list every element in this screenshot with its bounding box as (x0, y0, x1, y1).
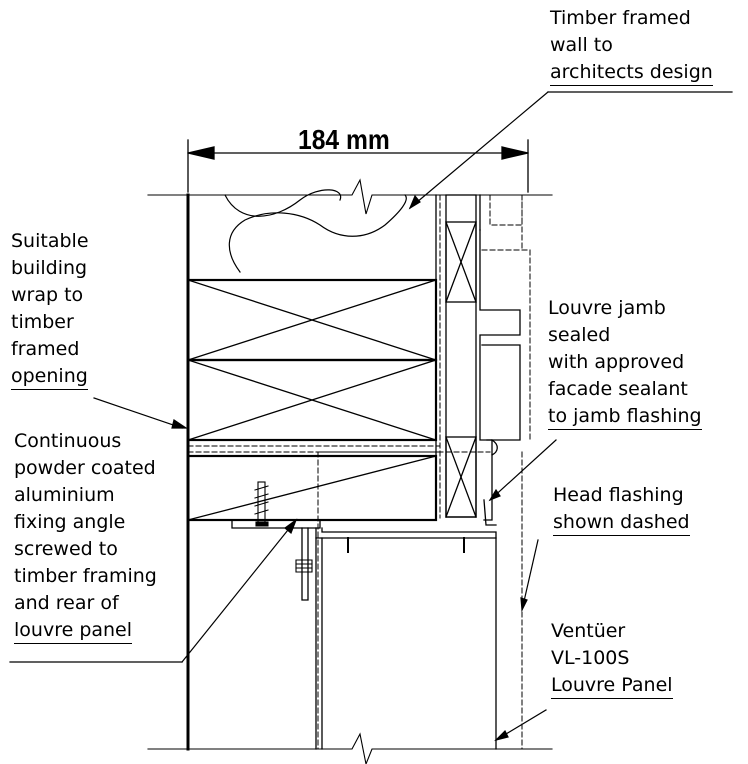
dimension-line (187, 139, 529, 193)
label-louvre-jamb: Louvre jamb sealed with approved facade … (548, 295, 702, 430)
building-wrap (187, 445, 441, 453)
leader-lines (9, 91, 733, 742)
label-line: opening (11, 364, 88, 390)
label-line: screwed to (14, 538, 118, 560)
label-line: facade sealant (548, 378, 688, 400)
label-line: framed (11, 338, 80, 360)
label-line: shown dashed (553, 510, 690, 536)
label-line: building (11, 257, 88, 279)
label-line: Louvre jamb (548, 297, 666, 319)
label-line: aluminium (14, 484, 115, 506)
label-line: Louvre Panel (551, 673, 673, 699)
label-line: architects design (550, 60, 713, 86)
label-line: Head flashing (553, 484, 684, 506)
label-line: timber (11, 311, 74, 333)
label-line: to jamb flashing (548, 404, 702, 430)
louvre-blades (479, 194, 531, 441)
wall-section (186, 189, 441, 751)
label-timber-wall: Timber framed wall to architects design (550, 5, 713, 86)
label-line: powder coated (14, 457, 156, 479)
dimension-label: 184 mm (298, 124, 390, 155)
label-line: VL-100S (551, 647, 630, 669)
label-line: Suitable (11, 230, 89, 252)
label-line: wrap to (11, 284, 84, 306)
timber-member (186, 278, 438, 522)
screw (254, 481, 465, 573)
label-building-wrap: Suitable building wrap to timber framed … (11, 228, 89, 390)
label-line: wall to (550, 34, 613, 56)
label-line: Continuous (14, 430, 122, 452)
label-line: Ventüer (551, 620, 626, 642)
label-line: and rear of (14, 592, 119, 614)
label-line: fixing angle (14, 511, 126, 533)
label-line: sealed (548, 324, 611, 346)
label-louvre-panel: Ventüer VL-100S Louvre Panel (551, 618, 673, 699)
label-line: with approved (548, 351, 685, 373)
jamb-flashing (483, 439, 498, 526)
label-line: timber framing (14, 565, 157, 587)
label-fixing-angle: Continuous powder coated aluminium fixin… (14, 428, 157, 644)
fixing-angle (231, 519, 497, 750)
jamb-batten (445, 194, 477, 518)
label-head-flashing: Head flashing shown dashed (553, 482, 690, 536)
label-line: louvre panel (14, 618, 133, 644)
label-line: Timber framed (550, 7, 691, 29)
